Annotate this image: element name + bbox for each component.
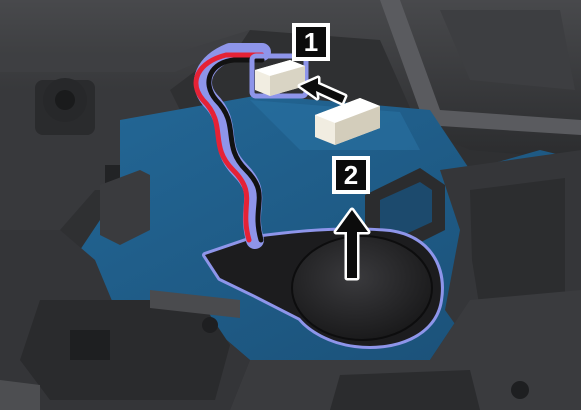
step-badge-2: 2 [332, 156, 370, 194]
step-number-2: 2 [344, 160, 358, 190]
step-badge-1: 1 [292, 23, 330, 61]
chassis-bottom-square [70, 330, 110, 360]
step-number-1: 1 [304, 27, 318, 57]
chassis-right-recess [470, 178, 565, 310]
chassis-bottom-screw [202, 317, 218, 333]
chassis-bottom-right-recess [330, 370, 480, 410]
chassis-bottom-frame [20, 300, 230, 400]
chassis-bottom-right-screw [511, 381, 529, 399]
chassis-edge-bottom [0, 380, 40, 410]
chassis-screw-hole [55, 90, 75, 110]
